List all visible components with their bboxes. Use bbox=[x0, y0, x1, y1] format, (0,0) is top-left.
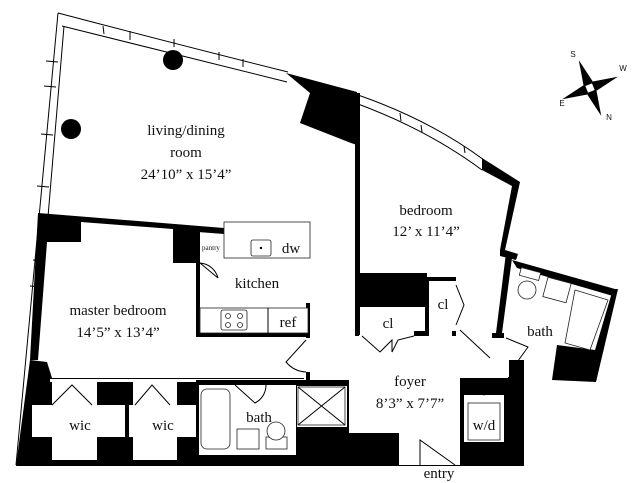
kitchen-fixtures bbox=[199, 221, 311, 334]
wic-label: wic bbox=[152, 418, 174, 434]
foyer-label: foyer bbox=[394, 374, 426, 390]
column bbox=[61, 119, 81, 139]
closet-label: cl bbox=[438, 297, 449, 313]
bath-left-label: bath bbox=[246, 410, 272, 426]
sink bbox=[236, 428, 260, 450]
refrigerator-label: ref bbox=[280, 315, 297, 331]
bedroom-dimensions: 12’ x 11’4” bbox=[392, 224, 459, 240]
compass-west: W bbox=[619, 64, 627, 73]
bathtub bbox=[564, 289, 609, 351]
entry-label: entry bbox=[424, 466, 455, 482]
compass-south: S bbox=[570, 50, 575, 59]
bath-fixtures bbox=[200, 267, 609, 450]
door-swings bbox=[51, 284, 529, 466]
column bbox=[163, 50, 183, 70]
sink bbox=[542, 276, 572, 304]
washer-dryer-label: w/d bbox=[473, 418, 496, 434]
living-room-label: living/dining bbox=[147, 123, 225, 139]
compass-north: N bbox=[606, 113, 612, 122]
compass-east: E bbox=[559, 99, 564, 108]
living-room-dimensions: 24’10” x 15’4” bbox=[141, 167, 232, 183]
pantry-label: pantry bbox=[202, 244, 220, 252]
compass-rose-icon bbox=[562, 60, 618, 116]
bedroom-label: bedroom bbox=[399, 203, 453, 219]
bath-right-label: bath bbox=[527, 324, 553, 340]
kitchen-label: kitchen bbox=[235, 276, 280, 292]
wic-label: wic bbox=[69, 418, 91, 434]
master-bedroom-label: master bedroom bbox=[69, 303, 166, 319]
foyer-dimensions: 8’3” x 7’7” bbox=[376, 396, 444, 412]
master-bedroom-dimensions: 14’5” x 13’4” bbox=[76, 325, 159, 341]
dishwasher-label: dw bbox=[282, 241, 301, 257]
range bbox=[220, 309, 248, 331]
living-room-label-2: room bbox=[170, 145, 202, 161]
bathtub bbox=[200, 388, 231, 450]
toilet bbox=[517, 280, 537, 300]
washer-dryer bbox=[467, 402, 501, 441]
closet-label: cl bbox=[383, 316, 394, 332]
